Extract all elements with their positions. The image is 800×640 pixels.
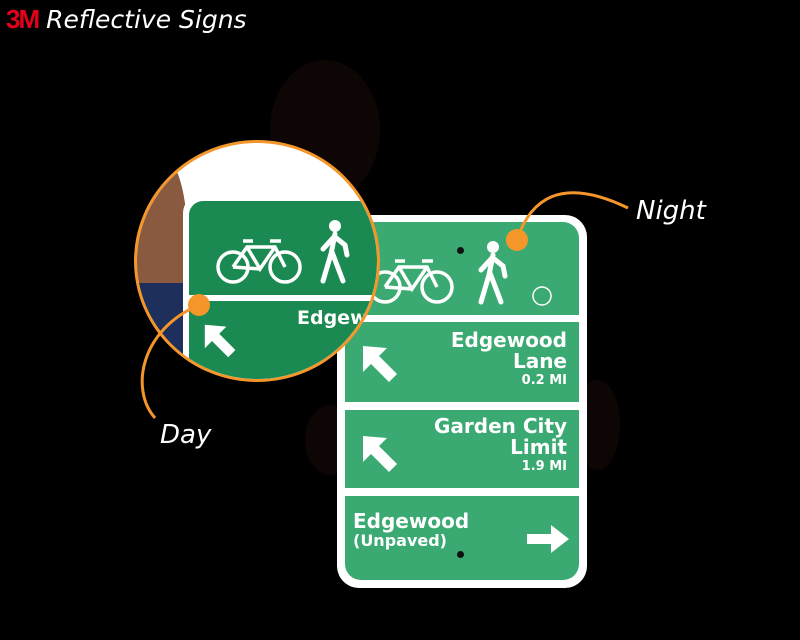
day-callout-dot — [188, 294, 210, 316]
title: Reflective Signs — [46, 4, 247, 34]
arrow-up-left-icon — [204, 324, 236, 358]
day-view-inset: Edgew — [134, 140, 380, 382]
destination-panel: Edgewood Lane 0.2 MI — [345, 322, 579, 402]
inset-destination: Edgew — [297, 307, 368, 329]
day-label: Day — [160, 420, 212, 450]
destination-panel: Garden City Limit 1.9 MI — [345, 410, 579, 488]
destination-name: Edgewood — [450, 328, 567, 352]
day-sign: Edgew — [183, 195, 377, 379]
night-label: Night — [636, 196, 706, 226]
night-sign: Edgewood Lane 0.2 MI Garden City Limit 1… — [337, 215, 587, 588]
arrow-up-left-icon — [363, 436, 397, 472]
night-callout-line — [515, 191, 629, 241]
day-callout-line — [140, 303, 200, 419]
destination-name-2: Lane — [512, 349, 567, 373]
pedestrian-icon — [478, 241, 508, 305]
pedestrian-icon — [320, 220, 350, 284]
distance: 0.2 MI — [521, 373, 567, 388]
icon-panel — [345, 222, 579, 315]
destination-name: Edgewood — [353, 509, 470, 533]
3m-logo: 3M — [6, 3, 40, 34]
mount-hole-ring — [532, 286, 552, 306]
header: 3M Reflective Signs — [6, 2, 247, 36]
destination-panel: Edgewood (Unpaved) — [345, 496, 579, 580]
destination-name: Garden City — [434, 414, 567, 438]
destination-name-2: Limit — [510, 435, 567, 459]
destination-note: (Unpaved) — [353, 531, 447, 550]
mount-hole — [457, 551, 464, 558]
arrow-right-icon — [527, 525, 569, 553]
night-callout-dot — [506, 229, 528, 251]
bicycle-icon — [216, 239, 302, 284]
distance: 1.9 MI — [521, 459, 567, 474]
mount-hole — [457, 247, 464, 254]
